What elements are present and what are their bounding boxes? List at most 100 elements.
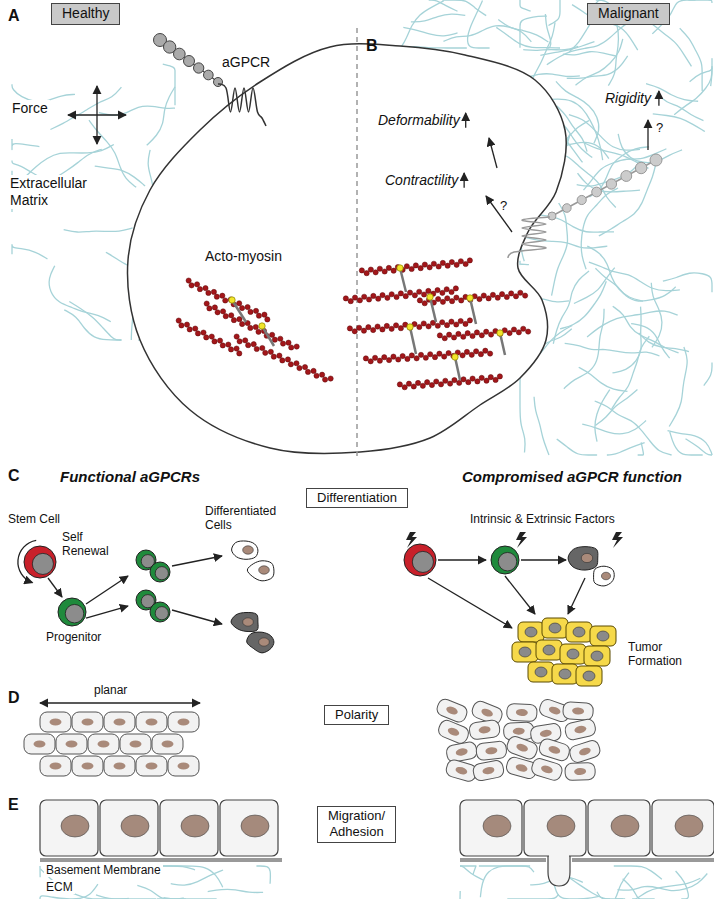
actin-bead	[384, 323, 389, 328]
cell-body	[160, 800, 218, 856]
lightning-symbol	[406, 532, 417, 548]
actin-bead	[495, 295, 500, 300]
actin-bead	[412, 293, 417, 298]
myosin	[229, 297, 246, 322]
actin-bead	[523, 293, 528, 298]
actin-bead	[490, 292, 495, 297]
actin-bead	[426, 288, 431, 293]
panel-letter: C	[8, 466, 20, 485]
panel-letter: E	[8, 795, 19, 814]
actin-bead	[460, 353, 465, 358]
actin-bead	[497, 374, 502, 379]
cell-body	[506, 703, 537, 721]
actin-bead	[248, 309, 253, 314]
epithelial-cell	[505, 735, 539, 761]
actin-bead	[478, 352, 483, 357]
actin-filament	[343, 286, 458, 304]
adhesion-domain	[650, 154, 662, 166]
actin-bead	[248, 325, 253, 330]
actin-bead	[422, 262, 427, 267]
cell-nucleus	[178, 763, 190, 770]
cell-body	[88, 734, 119, 754]
lightning-symbol	[612, 532, 623, 548]
cell-nucleus	[574, 768, 586, 776]
ecm-fiber	[711, 59, 712, 87]
cell-nucleus	[447, 726, 461, 737]
ecm-fiber	[670, 432, 703, 455]
actin-bead	[429, 382, 434, 387]
actin-bead	[404, 264, 409, 269]
ecm-fibers	[460, 866, 707, 899]
panel-letter: D	[8, 688, 20, 707]
cell-nucleus	[498, 552, 516, 570]
epithelial-cell	[152, 734, 183, 754]
adhesion-domain	[635, 162, 646, 173]
actin-bead	[449, 289, 454, 294]
ecm-fiber	[614, 866, 662, 879]
cell-body	[565, 762, 596, 780]
actin-bead	[437, 333, 442, 338]
actin-bead	[240, 321, 245, 326]
cell-nucleus	[50, 719, 62, 726]
epithelial-cell	[168, 756, 199, 776]
ecm-fiber	[520, 0, 531, 11]
ringed-cell	[150, 562, 170, 582]
cell-body	[56, 734, 87, 754]
cell-nucleus	[559, 669, 571, 679]
actin-bead	[457, 380, 462, 385]
ecm-fiber	[668, 431, 712, 455]
actin-bead	[348, 299, 353, 304]
actin-bead	[434, 379, 439, 384]
myosin-bar	[232, 300, 246, 322]
ecm-fiber	[583, 149, 666, 190]
ecm-fiber	[663, 273, 712, 292]
ringed-cell	[150, 602, 170, 622]
actin-bead	[440, 320, 445, 325]
cell-nucleus	[455, 766, 468, 776]
myosin-head	[452, 354, 458, 360]
actin-bead	[418, 266, 423, 271]
ecm-fiber	[595, 401, 672, 455]
cell-nucleus	[243, 618, 254, 626]
actin-bead	[371, 293, 376, 298]
epithelial-cell	[104, 712, 135, 732]
actin-bead	[448, 381, 453, 386]
disordered-cells	[435, 697, 602, 783]
cell-nucleus	[578, 746, 592, 756]
adhesion-domain	[563, 204, 572, 213]
actin-bead	[179, 323, 184, 328]
actin-bead	[449, 259, 454, 264]
force-arrow	[96, 86, 97, 144]
ecm-fiber	[704, 363, 712, 386]
adhesion-domain	[174, 48, 186, 60]
adhesion-domain	[577, 195, 586, 204]
epithelial-cell	[40, 756, 71, 776]
actin-bead	[427, 265, 432, 270]
myosin	[467, 295, 476, 324]
ecm-fiber	[12, 84, 75, 101]
cell-nucleus	[485, 747, 498, 755]
actin-bead	[203, 286, 208, 291]
tumor-cell	[542, 618, 568, 638]
actin-bead	[425, 380, 430, 385]
increase-arrow	[465, 113, 466, 128]
seven-transmembrane	[218, 84, 266, 126]
ecm-fiber	[498, 20, 548, 42]
actin-bead	[415, 380, 420, 385]
cell-body	[40, 756, 71, 776]
actin-bead	[214, 294, 219, 299]
actin-bead	[435, 287, 440, 292]
category-box: Polarity	[324, 705, 389, 725]
ecm-fiber	[639, 333, 689, 352]
ecm-fiber	[520, 261, 529, 265]
differentiated-cell	[594, 566, 615, 586]
ringed-cell	[404, 544, 436, 576]
cell-nucleus	[114, 719, 126, 726]
ecm-fiber	[545, 14, 550, 48]
ecm-fiber	[39, 866, 40, 877]
actin-bead	[280, 358, 285, 363]
ecm-fiber	[257, 866, 271, 884]
actin-bead	[459, 298, 464, 303]
cell-body	[530, 757, 564, 782]
actin-bead	[444, 287, 449, 292]
